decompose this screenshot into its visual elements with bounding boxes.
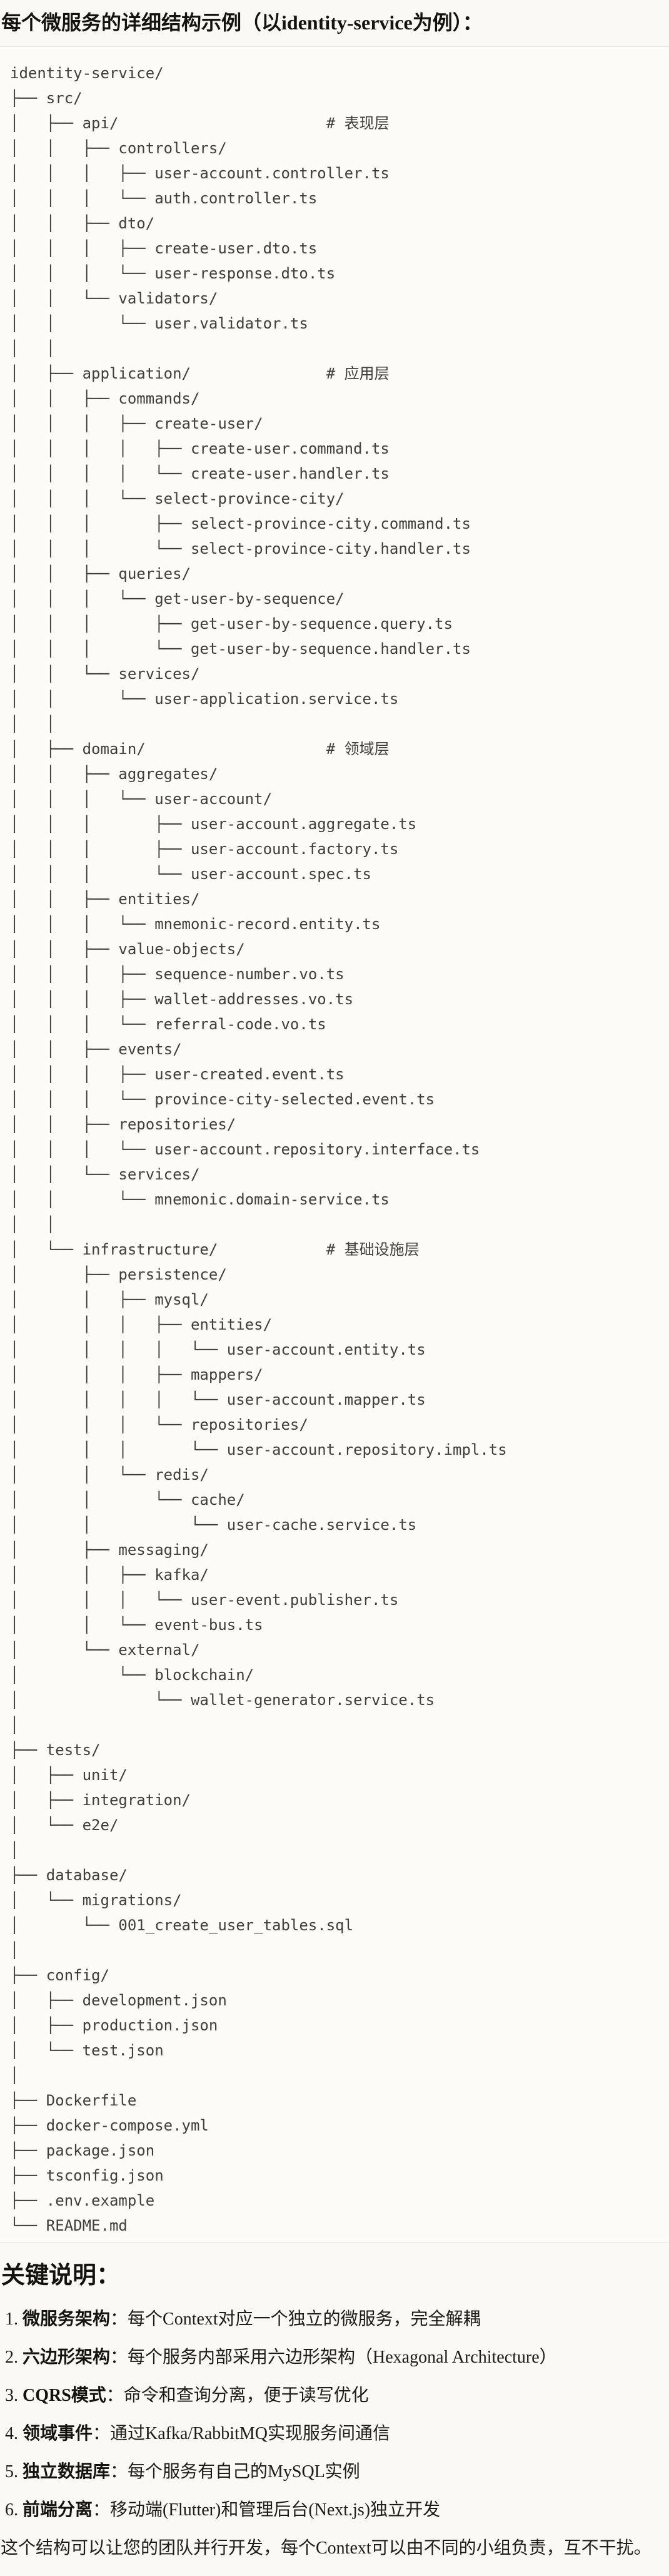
note-text: ：每个服务内部采用六边形架构（Hexagonal Architecture） bbox=[110, 2348, 557, 2368]
note-text: ：移动端(Flutter)和管理后台(Next.js)独立开发 bbox=[93, 2500, 441, 2520]
note-item: 微服务架构：每个Context对应一个独立的微服务，完全解耦 bbox=[23, 2307, 669, 2332]
note-label: CQRS模式 bbox=[23, 2386, 106, 2406]
file-tree-code-block: identity-service/ ├── src/ │ ├── api/ # … bbox=[0, 46, 669, 2243]
note-item: 六边形架构：每个服务内部采用六边形架构（Hexagonal Architectu… bbox=[23, 2345, 669, 2370]
page-title: 每个微服务的详细结构示例（以identity-service为例）： bbox=[1, 11, 483, 34]
note-label: 前端分离 bbox=[23, 2500, 93, 2520]
notes-list: 微服务架构：每个Context对应一个独立的微服务，完全解耦 六边形架构：每个服… bbox=[0, 2307, 669, 2523]
note-text: ：命令和查询分离，便于读写优化 bbox=[106, 2386, 369, 2406]
note-label: 微服务架构 bbox=[23, 2309, 111, 2329]
note-item: 独立数据库：每个服务有自己的MySQL实例 bbox=[23, 2460, 669, 2485]
note-label: 领域事件 bbox=[23, 2424, 93, 2444]
closing-paragraph: 这个结构可以让您的团队并行开发，每个Context可以由不同的小组负责，互不干扰… bbox=[1, 2538, 651, 2558]
note-text: ：通过Kafka/RabbitMQ实现服务间通信 bbox=[93, 2424, 390, 2444]
note-label: 独立数据库 bbox=[23, 2462, 111, 2482]
note-label: 六边形架构 bbox=[23, 2348, 111, 2368]
file-tree-text: identity-service/ ├── src/ │ ├── api/ # … bbox=[10, 64, 507, 2234]
notes-heading: 关键说明： bbox=[1, 2262, 121, 2289]
note-item: 前端分离：移动端(Flutter)和管理后台(Next.js)独立开发 bbox=[23, 2498, 669, 2523]
note-text: ：每个服务有自己的MySQL实例 bbox=[110, 2462, 360, 2482]
note-item: 领域事件：通过Kafka/RabbitMQ实现服务间通信 bbox=[23, 2421, 669, 2446]
note-item: CQRS模式：命令和查询分离，便于读写优化 bbox=[23, 2383, 669, 2408]
note-text: ：每个Context对应一个独立的微服务，完全解耦 bbox=[110, 2309, 481, 2329]
